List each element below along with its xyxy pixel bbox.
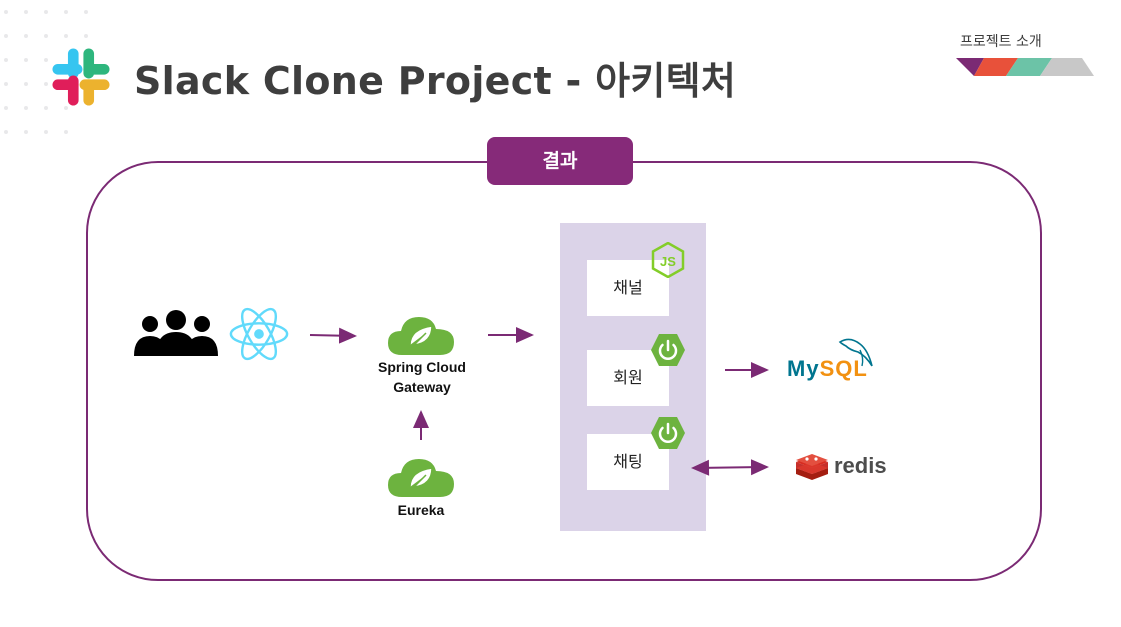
mysql-dolphin-icon (838, 338, 873, 367)
gateway-label-line1: Spring Cloud (378, 359, 466, 375)
nodejs-icon: JS (651, 242, 685, 278)
service-member: 회원 (587, 350, 669, 406)
react-icon (229, 307, 289, 361)
spring-cloud-icon (388, 317, 454, 355)
redis-icon (796, 454, 828, 480)
eureka-label: Eureka (397, 502, 445, 518)
svg-text:JS: JS (660, 254, 676, 269)
decorative-stripes (956, 58, 1094, 76)
mysql-sql-text: SQL (819, 356, 868, 381)
spring-boot-icon (651, 417, 685, 449)
section-label: 프로젝트 소개 (960, 34, 1042, 50)
slack-logo-icon (52, 48, 110, 106)
spring-boot-icon (651, 334, 685, 366)
mysql-my-text: My (787, 356, 820, 381)
gateway-label-line2: Gateway (393, 379, 451, 395)
result-label: 결과 (487, 137, 633, 185)
decorative-dot-grid (4, 10, 88, 134)
users-icon (134, 310, 218, 356)
spring-cloud-icon (388, 459, 454, 497)
service-chat: 채팅 (587, 434, 669, 490)
mysql-logo: MySQL (787, 356, 868, 382)
redis-label: redis (834, 453, 887, 478)
page-title: Slack Clone Project - 아키텍처 (134, 59, 737, 103)
